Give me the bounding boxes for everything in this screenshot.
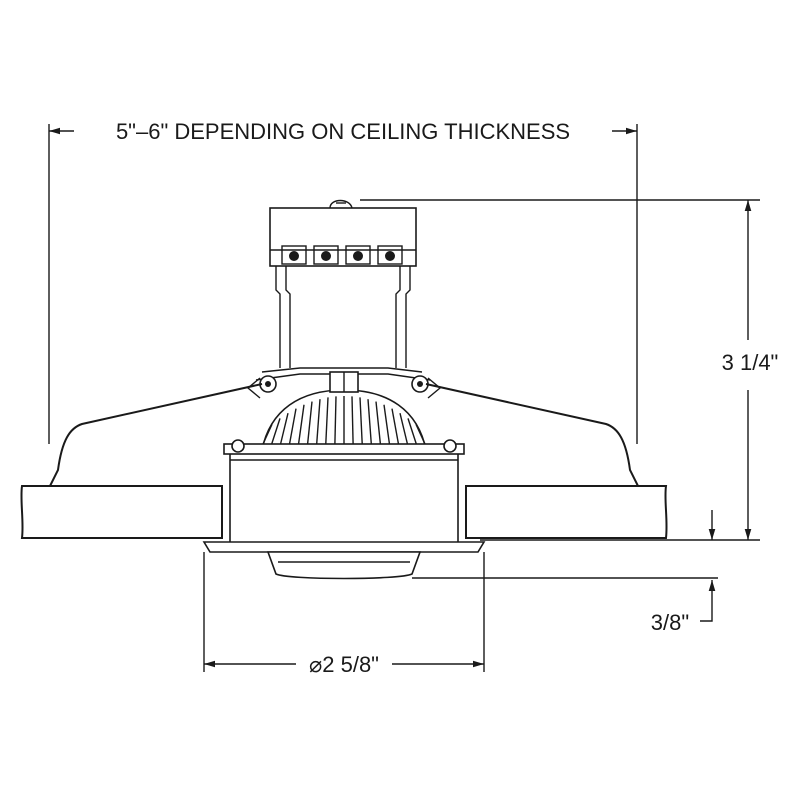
heat-sink-fin bbox=[375, 401, 382, 449]
spring-clip-left bbox=[49, 377, 263, 487]
terminal-block bbox=[269, 199, 417, 267]
heat-sink-fin bbox=[407, 418, 419, 449]
heat-sink-fin bbox=[391, 408, 400, 449]
heat-sink-fin bbox=[351, 396, 354, 449]
ceiling-left bbox=[20, 485, 223, 539]
ceiling-right bbox=[465, 485, 668, 539]
span-dimension: 5"–6" DEPENDING ON CEILING THICKNESS bbox=[48, 119, 638, 444]
projection-dimension-label: 3/8" bbox=[651, 610, 689, 635]
heat-sink-fin bbox=[278, 412, 289, 449]
projection-dimension: 3/8" bbox=[412, 510, 718, 635]
heat-sink-fin bbox=[315, 399, 321, 449]
heat-sink-fin bbox=[297, 404, 305, 449]
spring-clip-right bbox=[425, 377, 639, 487]
heat-sink-fin bbox=[269, 418, 281, 449]
heat-sink-fin bbox=[324, 397, 329, 449]
height-dimension-label: 3 1/4" bbox=[722, 350, 779, 375]
terminal-screws bbox=[281, 245, 403, 265]
heat-sink-fin bbox=[288, 408, 297, 449]
bracket-legs bbox=[275, 266, 411, 368]
diameter-dimension-label: ⌀2 5/8" bbox=[309, 652, 379, 677]
height-dimension: 3 1/4" bbox=[360, 199, 779, 541]
heat-sink-fin bbox=[359, 397, 364, 449]
heat-sink-fin bbox=[383, 404, 391, 449]
trim-flange bbox=[202, 541, 486, 553]
lens bbox=[266, 551, 422, 580]
span-dimension-label: 5"–6" DEPENDING ON CEILING THICKNESS bbox=[116, 119, 570, 144]
mounting-plate bbox=[255, 367, 431, 393]
heat-sink-fin bbox=[367, 399, 373, 449]
diameter-dimension: ⌀2 5/8" bbox=[203, 552, 485, 677]
heat-sink-fin bbox=[334, 396, 337, 449]
heat-sink bbox=[260, 371, 428, 451]
heat-sink-fin bbox=[399, 412, 410, 449]
housing bbox=[223, 439, 465, 545]
heat-sink-fin bbox=[306, 401, 313, 449]
